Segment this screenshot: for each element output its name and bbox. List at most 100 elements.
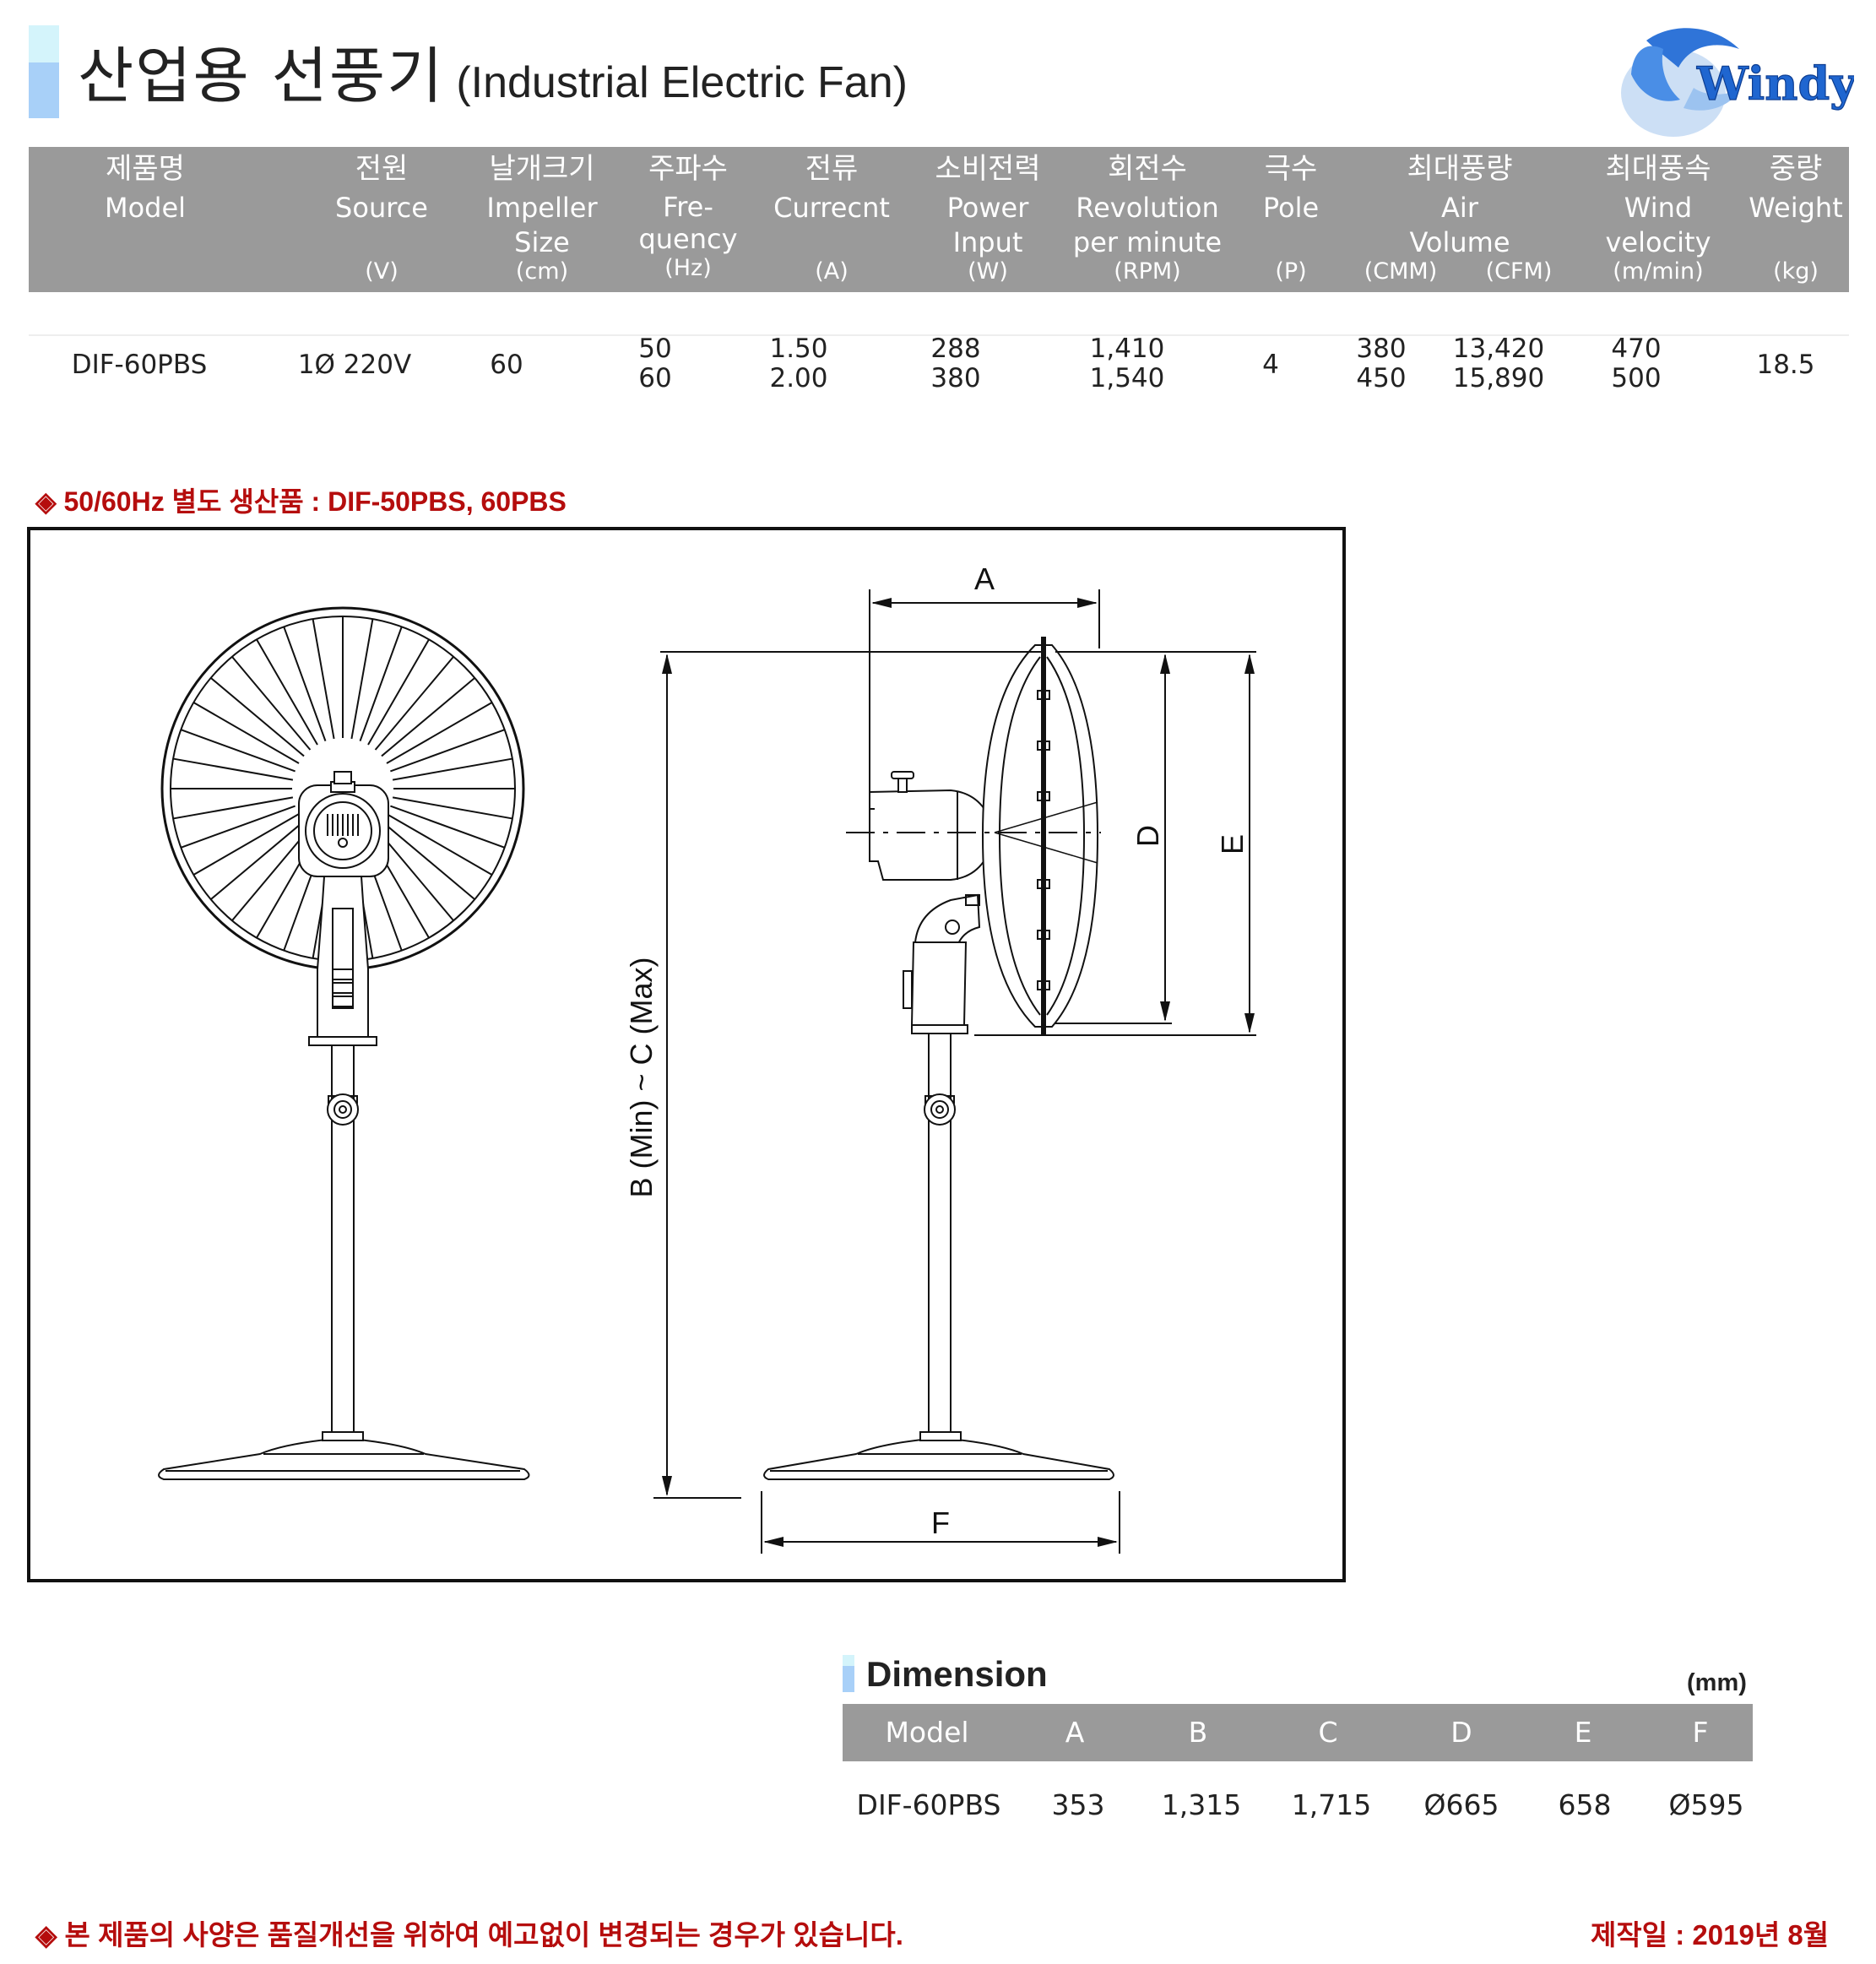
dim-header-c: C: [1318, 1716, 1338, 1749]
col-velocity: 최대풍속 Wind velocity (m/min): [1582, 147, 1734, 292]
production-note: ◈ 50/60Hz 별도 생산품 : DIF-50PBS, 60PBS: [35, 486, 567, 517]
col-pole-unit: (P): [1275, 258, 1307, 285]
col-current-en: Currecnt: [773, 192, 890, 224]
col-air-unit-cfm: (CFM): [1485, 258, 1553, 285]
col-source: 전원 Source (V): [306, 147, 458, 292]
col-velocity-ko: 최대풍속: [1605, 152, 1711, 186]
dim-value-model: DIF-60PBS: [856, 1788, 1001, 1821]
row-source: 1Ø 220V: [297, 350, 412, 380]
row-velocity-60: 500: [1611, 363, 1662, 393]
col-rpm-ko: 회전수: [1108, 152, 1187, 186]
row-current-60: 2.00: [769, 363, 828, 393]
col-pole: 극수 Pole (P): [1236, 147, 1346, 292]
col-power-en: Power Input: [946, 192, 1029, 258]
col-model: 제품명 Model: [29, 147, 262, 292]
col-power-unit: (W): [968, 258, 1008, 285]
col-source-en: Source: [335, 192, 428, 224]
spec-table-header: 제품명 Model 전원 Source (V) 날개크기 Impeller Si…: [29, 147, 1849, 292]
col-size-unit: (cm): [515, 258, 569, 285]
row-freq-60: 60: [638, 363, 672, 393]
col-air-unit-cmm: (CMM): [1364, 258, 1438, 285]
row-current-50: 1.50: [769, 334, 828, 364]
drawing-frame: A B (Min) ~ C (Max) D E F: [27, 527, 1346, 1582]
col-air-ko: 최대풍량: [1407, 152, 1513, 186]
row-power-60: 380: [930, 363, 981, 393]
col-source-ko: 전원: [355, 152, 409, 186]
side-view: [763, 637, 1114, 1480]
row-power-50: 288: [930, 334, 981, 364]
col-pole-ko: 극수: [1264, 152, 1318, 186]
col-current-ko: 전류: [805, 152, 859, 186]
dim-header-model: Model: [885, 1716, 969, 1749]
col-rpm: 회전수 Revolution per minute (RPM): [1067, 147, 1228, 292]
dim-value-d: Ø665: [1423, 1788, 1499, 1821]
dim-label-e: E: [1215, 834, 1250, 855]
col-velocity-unit: (m/min): [1613, 258, 1704, 285]
row-cmm-50: 380: [1356, 334, 1407, 364]
col-size-en: Impeller Size: [486, 192, 598, 258]
dim-header-e: E: [1574, 1716, 1592, 1749]
row-pole: 4: [1262, 350, 1279, 380]
dim-label-f: F: [931, 1506, 950, 1540]
col-power-ko: 소비전력: [935, 152, 1041, 186]
col-pole-en: Pole: [1262, 192, 1320, 224]
col-freq: 주파수 Fre- quency (Hz): [616, 147, 760, 292]
fan-technical-drawing: A B (Min) ~ C (Max) D E F: [158, 562, 1256, 1554]
footer-date: 제작일 : 2019년 8월: [1591, 1919, 1830, 1950]
spec-table-divider: [29, 334, 1849, 336]
logo-text: Windy: [1696, 57, 1854, 111]
footer-notice: ◈ 본 제품의 사양은 품질개선을 위하여 예고없이 변경되는 경우가 있습니다…: [35, 1919, 903, 1950]
col-freq-en: Fre- quency: [638, 191, 738, 255]
row-velocity-50: 470: [1611, 334, 1662, 364]
row-rpm-50: 1,410: [1089, 334, 1165, 364]
page-title: 산업용 선풍기(Industrial Electric Fan): [78, 34, 908, 125]
col-current-unit: (A): [815, 258, 849, 285]
col-source-unit: (V): [365, 258, 399, 285]
dim-value-a: 353: [1051, 1788, 1105, 1821]
title-accent-bar: [29, 25, 59, 118]
col-current: 전류 Currecnt (A): [760, 147, 903, 292]
col-weight-unit: (kg): [1773, 258, 1819, 285]
col-model-ko: 제품명: [106, 152, 185, 186]
front-view: [158, 606, 530, 1480]
col-weight-en: Weight: [1749, 192, 1843, 224]
dimension-accent-bar: [843, 1655, 854, 1692]
row-cmm-60: 450: [1356, 363, 1407, 393]
col-air-en: Air Volume: [1409, 192, 1510, 258]
dim-label-d: D: [1130, 825, 1165, 847]
col-weight-ko: 중량: [1769, 152, 1823, 186]
col-air: 최대풍량 Air Volume (CMM) (CFM): [1346, 147, 1574, 292]
dim-header-f: F: [1692, 1716, 1709, 1749]
dim-header-a: A: [1065, 1716, 1085, 1749]
col-rpm-en: Revolution per minute: [1072, 192, 1223, 258]
dimension-table-header: Model A B C D E F: [843, 1704, 1753, 1761]
dim-label-b-c: B (Min) ~ C (Max): [624, 957, 659, 1197]
dimension-title: Dimension: [866, 1654, 1048, 1694]
row-size: 60: [490, 350, 523, 380]
col-freq-unit: (Hz): [664, 255, 712, 281]
dim-value-b: 1,315: [1161, 1788, 1242, 1821]
page-title-en: (Industrial Electric Fan): [456, 58, 908, 107]
col-power: 소비전력 Power Input (W): [912, 147, 1064, 292]
page-title-ko: 산업용 선풍기: [78, 41, 445, 111]
dim-value-c: 1,715: [1291, 1788, 1372, 1821]
col-size: 날개크기 Impeller Size (cm): [466, 147, 618, 292]
row-model: DIF-60PBS: [71, 350, 208, 380]
dim-label-a: A: [974, 562, 995, 596]
row-weight: 18.5: [1756, 350, 1815, 380]
col-rpm-unit: (RPM): [1114, 258, 1181, 285]
dimension-lines: [653, 589, 1256, 1554]
dim-value-f: Ø595: [1668, 1788, 1744, 1821]
row-rpm-60: 1,540: [1089, 363, 1165, 393]
col-weight: 중량 Weight (kg): [1743, 147, 1849, 292]
dim-value-e: 658: [1558, 1788, 1612, 1821]
dim-header-d: D: [1450, 1716, 1472, 1749]
windy-logo: Windy: [1613, 15, 1858, 138]
col-freq-ko: 주파수: [648, 152, 728, 186]
dimension-unit: (mm): [1687, 1669, 1747, 1696]
row-freq-50: 50: [638, 334, 672, 364]
col-model-en: Model: [104, 192, 187, 224]
col-velocity-en: Wind velocity: [1605, 192, 1711, 258]
row-cfm-60: 15,890: [1452, 363, 1545, 393]
row-cfm-50: 13,420: [1452, 334, 1545, 364]
